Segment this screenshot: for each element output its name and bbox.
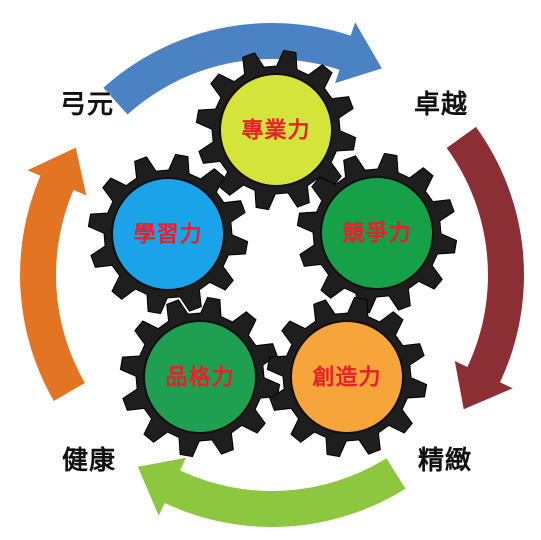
gear-label-creativity: 創造力 bbox=[312, 366, 381, 391]
gear-creativity: 創造力 bbox=[266, 296, 428, 458]
label-top-left: 弓元 bbox=[60, 90, 115, 120]
arrow-ring bbox=[20, 22, 524, 527]
gear-face-character bbox=[143, 320, 257, 434]
gear-label-character: 品格力 bbox=[165, 365, 234, 391]
arrow-bottom-icon bbox=[137, 457, 406, 527]
gear-competitive: 競爭力 bbox=[296, 152, 458, 314]
gear-label-learning: 學習力 bbox=[133, 222, 202, 248]
gear-character: 品格力 bbox=[119, 296, 281, 458]
label-top-right: 卓越 bbox=[414, 90, 469, 120]
arrow-left-icon bbox=[20, 147, 87, 401]
arrow-right-icon bbox=[446, 126, 524, 410]
gear-face-learning bbox=[111, 177, 225, 291]
arrow-top-icon bbox=[103, 22, 382, 115]
gear-label-professional: 專業力 bbox=[241, 118, 310, 144]
gear-learning: 學習力 bbox=[87, 153, 249, 315]
label-bottom-right: 精緻 bbox=[418, 446, 473, 476]
gear-label-competitive: 競爭力 bbox=[342, 221, 411, 247]
gear-face-professional bbox=[219, 73, 333, 187]
gear-face-creativity bbox=[290, 320, 404, 434]
gear-face-competitive bbox=[320, 176, 434, 290]
gear-professional: 專業力 bbox=[195, 49, 357, 211]
label-bottom-left: 健康 bbox=[62, 446, 117, 476]
